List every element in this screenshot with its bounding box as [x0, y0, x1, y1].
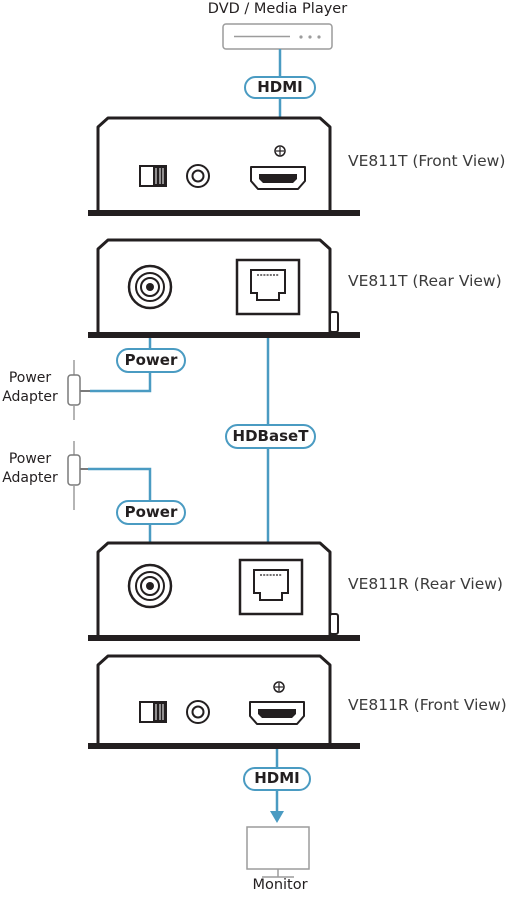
rj45-port-icon [238, 558, 304, 616]
rx-power-adapter-label-line2: Adapter [2, 470, 58, 486]
hdmi-input-cable-label: HDMI [244, 76, 316, 99]
switch-icon [139, 701, 167, 723]
media-player-icon [222, 23, 333, 50]
ve811t-front-label: VE811T (Front View) [348, 152, 506, 170]
ve811t-rear-label: VE811T (Rear View) [348, 272, 502, 290]
tx-power-adapter-label-line1: Power [8, 370, 52, 386]
hdbaset-cable-label: HDBaseT [225, 424, 316, 449]
screw-icon [274, 145, 286, 157]
ve811r-front-label: VE811R (Front View) [348, 696, 507, 714]
rj45-port-icon [235, 258, 301, 316]
hdmi-output-cable-label: HDMI [243, 767, 311, 791]
ve811t-front-device [88, 116, 360, 216]
ve811r-front-device [88, 654, 360, 749]
tx-power-adapter-label: Power Adapter [0, 369, 60, 407]
dc-power-jack-icon [127, 264, 173, 310]
rx-power-adapter-label: Power Adapter [0, 450, 60, 488]
monitor-label: Monitor [252, 877, 308, 893]
ve811t-rear-device [88, 238, 360, 338]
audio-jack-icon [186, 164, 210, 188]
switch-icon [139, 165, 167, 187]
media-player-label: DVD / Media Player [207, 1, 348, 17]
rx-power-adapter-label-line1: Power [8, 451, 52, 467]
dc-power-jack-icon [127, 563, 173, 609]
audio-jack-icon [186, 700, 210, 724]
hdmi-port-icon [250, 166, 306, 190]
hdmi-port-icon [249, 701, 305, 725]
tx-power-cable-label: Power [116, 348, 186, 373]
ve811r-rear-label: VE811R (Rear View) [348, 575, 503, 593]
tx-power-adapter-plug-icon [67, 360, 90, 420]
ve811r-rear-device [88, 541, 360, 641]
screw-icon [273, 681, 285, 693]
rx-power-cable-label: Power [116, 500, 186, 525]
rx-power-adapter-plug-icon [67, 441, 88, 510]
tx-power-adapter-label-line2: Adapter [2, 389, 58, 405]
monitor-icon [246, 826, 310, 878]
